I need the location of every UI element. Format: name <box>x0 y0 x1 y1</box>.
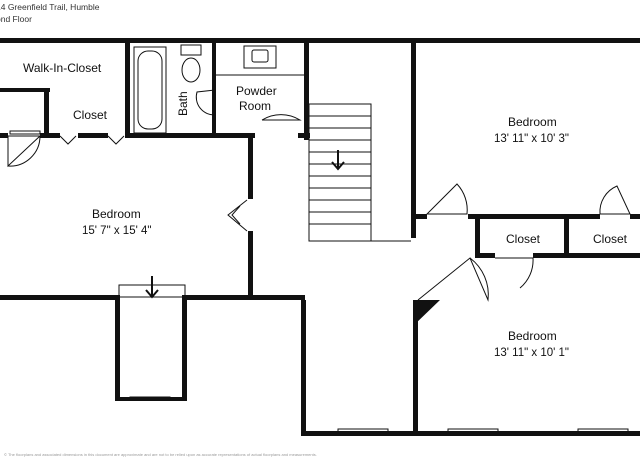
bedroom-top-right-dims: 13' 11" x 10' 3" <box>494 133 569 145</box>
closet-mid-label: Closet <box>506 232 541 246</box>
bedroom-left-dims: 15' 7" x 15' 4" <box>82 225 151 237</box>
footer-disclaimer: © The floorplans and associated dimensio… <box>4 452 317 457</box>
bath-label: Bath <box>176 91 190 116</box>
bedroom-top-right-name: Bedroom <box>508 115 557 129</box>
thin-lines <box>9 44 629 433</box>
closet-right-label: Closet <box>593 232 628 246</box>
floor-label: ond Floor <box>0 14 32 24</box>
bedroom-left-name: Bedroom <box>92 207 141 221</box>
walk-in-closet-label: Walk-In-Closet <box>23 61 102 75</box>
bedroom-bottom-right-name: Bedroom <box>508 329 557 343</box>
bedroom-bottom-right-dims: 13' 11" x 10' 1" <box>494 347 569 359</box>
walls <box>0 38 640 436</box>
powder-room-label-2: Room <box>239 99 271 113</box>
attic-arrow-icon <box>145 276 159 299</box>
address-text: 14 Greenfield Trail, Humble <box>0 2 100 12</box>
powder-room-label-1: Powder <box>236 84 277 98</box>
wall-corner <box>413 300 440 326</box>
doors <box>7 89 631 302</box>
closet-left-label: Closet <box>73 108 108 122</box>
down-arrow-icon <box>331 150 345 171</box>
